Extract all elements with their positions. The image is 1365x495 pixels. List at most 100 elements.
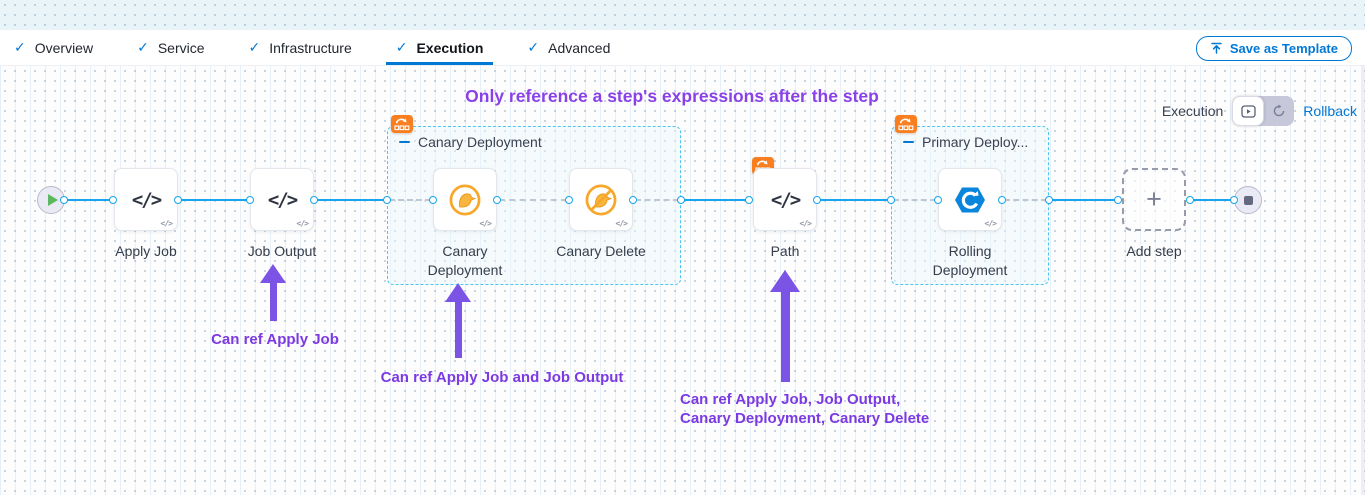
code-sub-icon: </> (615, 219, 628, 228)
connector-line (66, 199, 111, 201)
execution-rollback-toggle[interactable] (1232, 96, 1295, 126)
connector-port (629, 196, 637, 204)
annotation-heading: Only reference a step's expressions afte… (465, 86, 879, 106)
save-as-template-label: Save as Template (1229, 41, 1338, 56)
code-sub-icon: </> (984, 219, 997, 228)
connector-port (1186, 196, 1194, 204)
group-header[interactable]: Canary Deployment (399, 134, 542, 150)
save-as-template-button[interactable]: Save as Template (1195, 36, 1352, 61)
rollback-link[interactable]: Rollback (1303, 103, 1357, 119)
connector-port (1114, 196, 1122, 204)
rollout-strategy-badge-icon (895, 115, 917, 133)
step-apply-job[interactable]: </> </> (114, 168, 178, 231)
connector-port (493, 196, 501, 204)
stage-tabbar: ✓ Overview ✓ Service ✓ Infrastructure ✓ … (0, 30, 1365, 66)
scrollbar-gutter[interactable] (1361, 66, 1365, 495)
toggle-rollback-segment[interactable] (1264, 96, 1294, 126)
execution-play-icon (1241, 104, 1256, 118)
step-label-canary-deployment: Canary Deployment (427, 243, 503, 278)
rollout-strategy-badge-icon (391, 115, 413, 133)
step-label-job-output: Job Output (247, 243, 317, 259)
toggle-execution-segment[interactable] (1232, 96, 1265, 126)
annotation-can-ref-apply-job: Can ref Apply Job (211, 331, 339, 348)
step-label-rolling-deployment: Rolling Deployment (932, 243, 1008, 278)
connector-port (1045, 196, 1053, 204)
connector-line-dashed (635, 199, 679, 201)
step-label-apply-job: Apply Job (115, 243, 177, 259)
step-canary-delete[interactable]: </> (569, 168, 633, 231)
connector-port (174, 196, 182, 204)
connector-line (316, 199, 385, 201)
check-icon: ✓ (395, 39, 408, 55)
canary-icon (449, 184, 481, 215)
group-name: Primary Deploy... (922, 134, 1029, 150)
annotation-arrow-up-icon (770, 270, 800, 382)
annotation-line-2: Canary Deployment, Canary Delete (680, 410, 930, 427)
connector-port (677, 196, 685, 204)
canary-delete-icon (585, 184, 617, 215)
tab-advanced[interactable]: ✓ Advanced (527, 30, 610, 65)
connector-port (246, 196, 254, 204)
step-rolling-deployment[interactable]: </> (938, 168, 1002, 231)
pipeline-canvas[interactable]: Only reference a step's expressions afte… (0, 66, 1365, 495)
connector-port (934, 196, 942, 204)
tab-label: Execution (416, 39, 484, 56)
step-canary-deployment[interactable]: </> (433, 168, 497, 231)
connector-line-dashed (1004, 199, 1047, 201)
tab-label: Overview (34, 39, 94, 56)
pipeline-end-node[interactable] (1234, 186, 1262, 214)
code-sub-icon: </> (479, 219, 492, 228)
arrow-shaft (269, 283, 277, 321)
tab-infrastructure[interactable]: ✓ Infrastructure (249, 30, 352, 65)
group-header[interactable]: Primary Deploy... (903, 134, 1028, 150)
step-label-path: Path (770, 243, 800, 259)
group-name: Canary Deployment (418, 134, 542, 150)
connector-port (383, 196, 391, 204)
connector-port (109, 196, 117, 204)
rolling-deployment-icon (955, 187, 985, 212)
annotation-line-1: Can ref Apply Job, Job Output, (680, 391, 901, 408)
connector-port (745, 196, 753, 204)
tab-overview[interactable]: ✓ Overview (14, 30, 93, 65)
check-icon: ✓ (527, 39, 540, 55)
connector-line (180, 199, 248, 201)
code-sub-icon: </> (160, 219, 173, 228)
annotation-can-ref-apply-job-output: Can ref Apply Job and Job Output (380, 369, 624, 386)
code-icon: </> (131, 188, 162, 211)
connector-line-dashed (389, 199, 431, 201)
tab-execution[interactable]: ✓ Execution (385, 30, 493, 65)
annotation-arrow-up-icon (445, 283, 471, 358)
connector-line (1051, 199, 1116, 201)
upload-icon (1211, 42, 1222, 54)
annotation-can-ref-multi: Can ref Apply Job, Job Output, Canary De… (680, 390, 980, 428)
connector-line (819, 199, 889, 201)
connector-port (887, 196, 895, 204)
arrow-shaft (454, 302, 462, 358)
connector-line (1192, 199, 1232, 201)
step-path[interactable]: </> </> (753, 168, 817, 231)
arrow-head (445, 283, 471, 302)
connector-port (1230, 196, 1238, 204)
rollback-icon (1274, 104, 1285, 117)
tab-service[interactable]: ✓ Service (137, 30, 204, 65)
add-step-button[interactable]: + (1122, 168, 1186, 231)
play-icon (47, 194, 58, 206)
step-label-canary-delete: Canary Delete (556, 243, 646, 259)
collapse-icon[interactable] (399, 140, 410, 144)
tab-label: Infrastructure (269, 39, 352, 56)
arrow-shaft (780, 292, 790, 382)
connector-port (310, 196, 318, 204)
connector-line-dashed (499, 199, 567, 201)
step-job-output[interactable]: </> </> (250, 168, 314, 231)
connector-line-dashed (893, 199, 936, 201)
tab-label: Service (157, 39, 205, 56)
check-icon: ✓ (248, 39, 261, 55)
tab-label: Advanced (548, 39, 611, 56)
connector-line (683, 199, 747, 201)
connector-port (998, 196, 1006, 204)
collapse-icon[interactable] (903, 140, 914, 144)
check-icon: ✓ (137, 39, 149, 55)
arrow-head (260, 264, 286, 283)
check-icon: ✓ (14, 39, 26, 55)
plus-icon: + (1146, 184, 1162, 214)
